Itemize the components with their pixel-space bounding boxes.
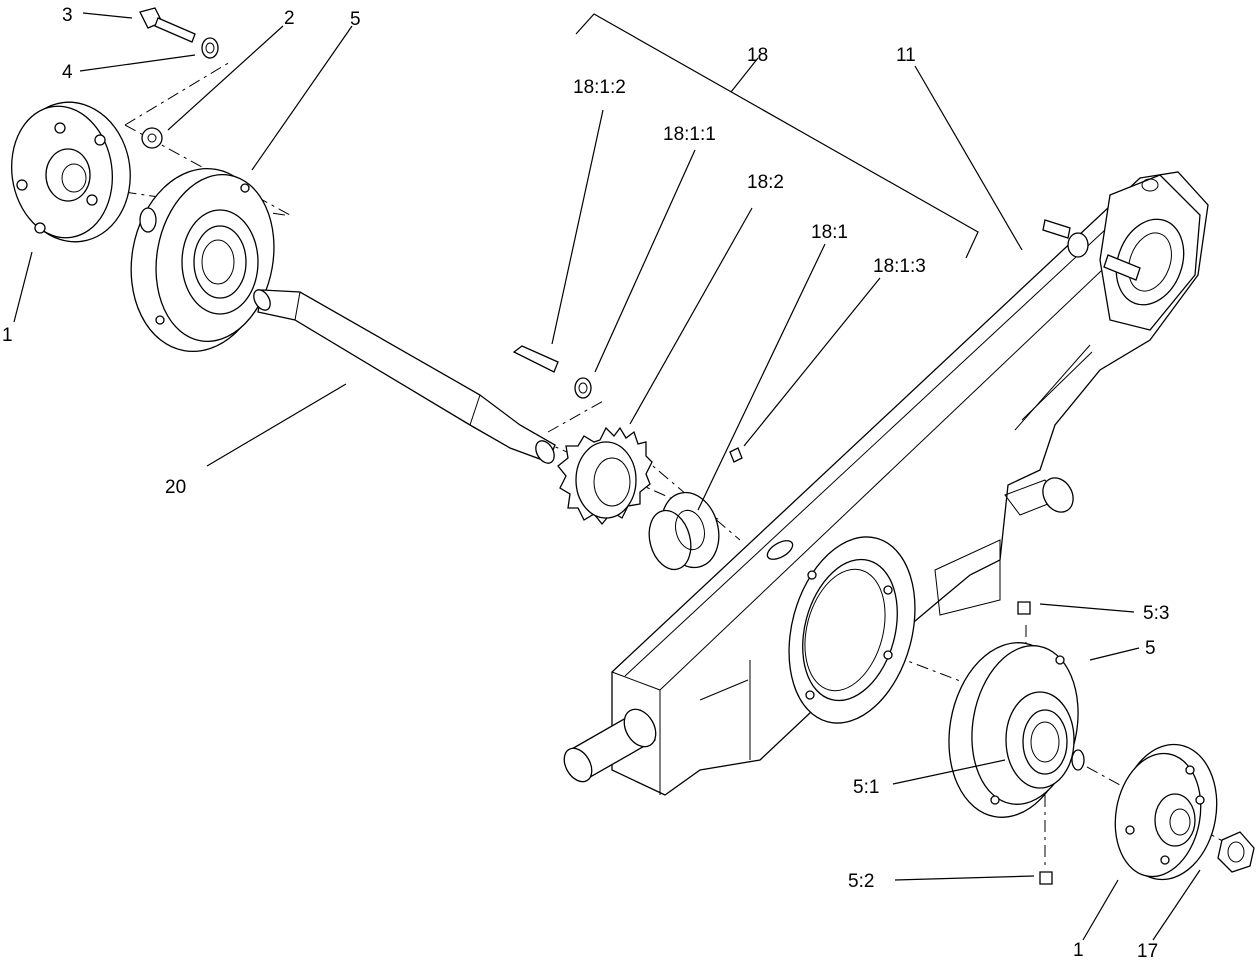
- callout-1-bottom: 1: [1073, 940, 1084, 961]
- top-bolt: [139, 7, 219, 149]
- callout-5-2: 5:2: [848, 871, 874, 892]
- callout-18-1-1: 18:1:1: [663, 124, 716, 145]
- tension-arm-frame: [563, 171, 1209, 796]
- sprocket-assembly: [512, 345, 743, 571]
- callout-20: 20: [165, 477, 186, 498]
- callout-17: 17: [1137, 941, 1158, 962]
- callout-5-1: 5:1: [853, 777, 879, 798]
- callout-18-2: 18:2: [747, 172, 784, 193]
- callout-5-3: 5:3: [1143, 603, 1169, 624]
- callout-4: 4: [62, 62, 73, 83]
- left-bearing-housing: [130, 167, 275, 353]
- callout-1-left: 1: [2, 325, 13, 346]
- callout-5-right: 5: [1145, 638, 1156, 659]
- callout-2: 2: [284, 8, 295, 29]
- drive-shaft: [253, 289, 556, 464]
- callout-3: 3: [62, 5, 73, 26]
- callout-18-1-3: 18:1:3: [873, 256, 926, 277]
- callout-18-1: 18:1: [811, 222, 848, 243]
- callout-labels: 3 2 5 4 1 20 18 18:1:2 18:1:1 18:2 18:1 …: [2, 5, 1169, 962]
- left-flange: [10, 101, 131, 243]
- right-bearing-housing: [948, 601, 1085, 885]
- right-flange-and-nut: [1114, 743, 1255, 881]
- callout-18: 18: [747, 45, 768, 66]
- callout-18-1-2: 18:1:2: [573, 77, 626, 98]
- callout-5-top: 5: [350, 9, 361, 30]
- callout-11: 11: [896, 45, 916, 66]
- leader-lines: [13, 12, 1201, 941]
